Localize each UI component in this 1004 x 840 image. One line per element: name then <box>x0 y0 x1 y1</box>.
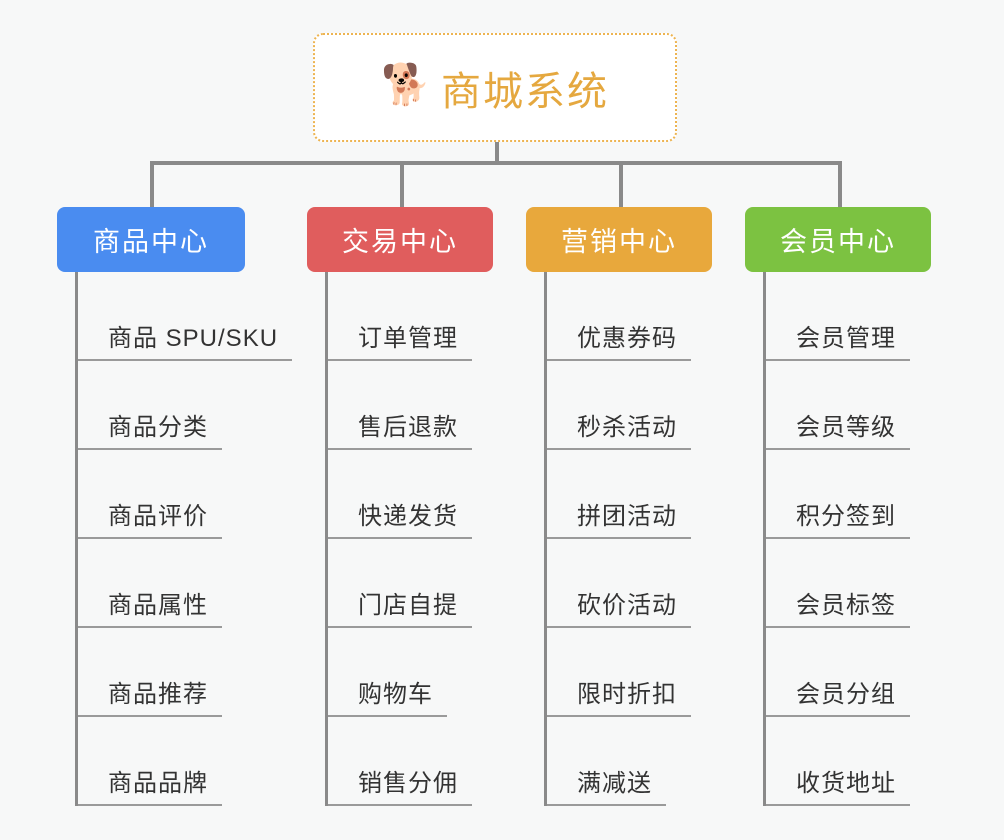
leaf-item[interactable]: 商品 SPU/SKU <box>78 272 293 361</box>
leaf-item[interactable]: 商品属性 <box>78 539 245 628</box>
leaf-item[interactable]: 收货地址 <box>766 717 931 806</box>
leaf-label: 会员管理 <box>796 325 896 352</box>
leaf-label: 优惠券码 <box>577 325 677 352</box>
leaf-label: 售后退款 <box>358 414 458 441</box>
leaf-underline: 快递发货 <box>328 496 472 539</box>
leaf-underline: 满减送 <box>547 763 666 806</box>
root-node[interactable]: 🐕 商城系统 <box>313 33 677 142</box>
connector-drop-marketing-center <box>619 161 623 207</box>
leaf-label: 商品 SPU/SKU <box>108 325 279 352</box>
leaf-label: 秒杀活动 <box>577 414 677 441</box>
leaf-underline: 购物车 <box>328 674 447 717</box>
leaf-item[interactable]: 限时折扣 <box>547 628 712 717</box>
leaf-item[interactable]: 满减送 <box>547 717 712 806</box>
leaf-label: 砍价活动 <box>577 592 677 619</box>
leaf-item[interactable]: 优惠券码 <box>547 272 712 361</box>
connector-horizontal-bus <box>150 161 840 165</box>
leaf-label: 快递发货 <box>358 503 458 530</box>
leaf-underline: 商品属性 <box>78 585 222 628</box>
leaf-item[interactable]: 会员标签 <box>766 539 931 628</box>
leaf-item[interactable]: 商品推荐 <box>78 628 245 717</box>
leaf-item[interactable]: 拼团活动 <box>547 450 712 539</box>
leaf-item[interactable]: 商品分类 <box>78 361 245 450</box>
connector-drop-member-center <box>838 161 842 207</box>
leaf-item[interactable]: 快递发货 <box>328 450 493 539</box>
leaf-underline: 积分签到 <box>766 496 910 539</box>
leaf-underline: 销售分佣 <box>328 763 472 806</box>
leaf-label: 门店自提 <box>358 592 458 619</box>
leaf-label: 拼团活动 <box>577 503 677 530</box>
leaf-item[interactable]: 会员分组 <box>766 628 931 717</box>
leaf-label: 会员等级 <box>796 414 896 441</box>
leaf-label: 销售分佣 <box>358 770 458 797</box>
leaf-tree-product-center: 商品 SPU/SKU 商品分类商品评价商品属性商品推荐商品品牌 <box>75 272 293 806</box>
leaf-item[interactable]: 砍价活动 <box>547 539 712 628</box>
leaf-underline: 优惠券码 <box>547 318 691 361</box>
category-box-product-center[interactable]: 商品中心 <box>57 207 245 272</box>
root-node-content: 🐕 商城系统 <box>381 59 609 117</box>
column-marketing-center: 营销中心优惠券码秒杀活动拼团活动砍价活动限时折扣满减送 <box>526 207 712 806</box>
leaf-label: 购物车 <box>358 681 433 708</box>
leaf-underline: 会员标签 <box>766 585 910 628</box>
leaf-label: 商品分类 <box>108 414 208 441</box>
category-box-member-center[interactable]: 会员中心 <box>745 207 931 272</box>
leaf-item[interactable]: 购物车 <box>328 628 493 717</box>
leaf-label: 限时折扣 <box>577 681 677 708</box>
leaf-label: 商品品牌 <box>108 770 208 797</box>
leaf-underline: 商品评价 <box>78 496 222 539</box>
leaf-underline: 收货地址 <box>766 763 910 806</box>
leaf-tree-marketing-center: 优惠券码秒杀活动拼团活动砍价活动限时折扣满减送 <box>544 272 712 806</box>
root-title: 商城系统 <box>441 69 609 114</box>
leaf-label: 商品属性 <box>108 592 208 619</box>
leaf-underline: 拼团活动 <box>547 496 691 539</box>
leaf-label: 会员标签 <box>796 592 896 619</box>
connector-root-stem <box>495 142 499 163</box>
leaf-label: 会员分组 <box>796 681 896 708</box>
category-label: 会员中心 <box>780 227 896 257</box>
column-member-center: 会员中心会员管理会员等级积分签到会员标签会员分组收货地址 <box>745 207 931 806</box>
category-label: 交易中心 <box>342 227 458 257</box>
leaf-underline: 商品分类 <box>78 407 222 450</box>
leaf-item[interactable]: 秒杀活动 <box>547 361 712 450</box>
leaf-underline: 会员分组 <box>766 674 910 717</box>
leaf-underline: 商品推荐 <box>78 674 222 717</box>
leaf-underline: 砍价活动 <box>547 585 691 628</box>
leaf-item[interactable]: 商品评价 <box>78 450 245 539</box>
leaf-underline: 秒杀活动 <box>547 407 691 450</box>
leaf-item[interactable]: 商品品牌 <box>78 717 245 806</box>
leaf-underline: 订单管理 <box>328 318 472 361</box>
leaf-underline: 售后退款 <box>328 407 472 450</box>
leaf-item[interactable]: 会员管理 <box>766 272 931 361</box>
column-product-center: 商品中心商品 SPU/SKU 商品分类商品评价商品属性商品推荐商品品牌 <box>57 207 293 806</box>
column-trade-center: 交易中心订单管理售后退款快递发货门店自提购物车销售分佣 <box>307 207 493 806</box>
leaf-item[interactable]: 积分签到 <box>766 450 931 539</box>
category-label: 商品中心 <box>93 227 209 257</box>
leaf-underline: 会员管理 <box>766 318 910 361</box>
leaf-label: 积分签到 <box>796 503 896 530</box>
category-box-trade-center[interactable]: 交易中心 <box>307 207 493 272</box>
leaf-item[interactable]: 订单管理 <box>328 272 493 361</box>
leaf-item[interactable]: 会员等级 <box>766 361 931 450</box>
leaf-label: 收货地址 <box>796 770 896 797</box>
leaf-underline: 限时折扣 <box>547 674 691 717</box>
leaf-underline: 商品 SPU/SKU <box>78 318 293 361</box>
leaf-underline: 门店自提 <box>328 585 472 628</box>
leaf-label: 满减送 <box>577 770 652 797</box>
leaf-item[interactable]: 销售分佣 <box>328 717 493 806</box>
category-label: 营销中心 <box>561 227 677 257</box>
shiba-dog-face-icon: 🐕 <box>381 62 431 107</box>
connector-drop-trade-center <box>400 161 404 207</box>
leaf-tree-member-center: 会员管理会员等级积分签到会员标签会员分组收货地址 <box>763 272 931 806</box>
category-box-marketing-center[interactable]: 营销中心 <box>526 207 712 272</box>
connector-drop-product-center <box>150 161 154 207</box>
leaf-item[interactable]: 门店自提 <box>328 539 493 628</box>
leaf-label: 订单管理 <box>358 325 458 352</box>
leaf-underline: 会员等级 <box>766 407 910 450</box>
leaf-label: 商品推荐 <box>108 681 208 708</box>
leaf-underline: 商品品牌 <box>78 763 222 806</box>
leaf-label: 商品评价 <box>108 503 208 530</box>
leaf-tree-trade-center: 订单管理售后退款快递发货门店自提购物车销售分佣 <box>325 272 493 806</box>
leaf-item[interactable]: 售后退款 <box>328 361 493 450</box>
